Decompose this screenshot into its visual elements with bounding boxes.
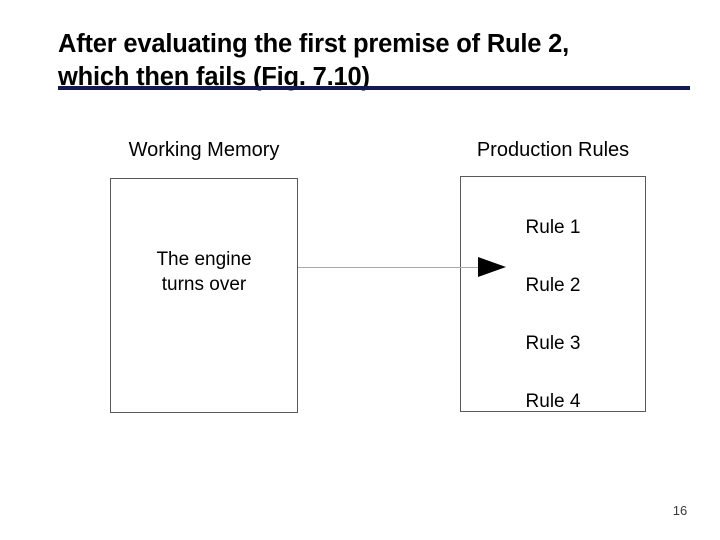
rule-item: Rule 4 [525,391,581,412]
working-memory-fact: The engine turns over [156,249,252,296]
production-rules-box: Rule 1 Rule 2 Rule 3 Rule 4 [460,176,646,412]
triangle-right-marker-icon [478,257,506,277]
production-rules-heading: Production Rules [476,139,630,161]
page-number: 16 [672,503,688,518]
rule-item: Rule 3 [525,333,581,354]
connector-line [298,267,480,268]
rule-item: Rule 2 [525,275,581,296]
working-memory-heading: Working Memory [128,139,280,161]
title-underline-divider [58,86,690,90]
rule-item: Rule 1 [525,217,581,238]
page-title: After evaluating the first premise of Ru… [58,30,570,91]
title-block: After evaluating the first premise of Ru… [58,28,692,93]
rule-list: Rule 1 Rule 2 Rule 3 Rule 4 [461,199,645,431]
working-memory-box: The engine turns over [110,178,298,413]
